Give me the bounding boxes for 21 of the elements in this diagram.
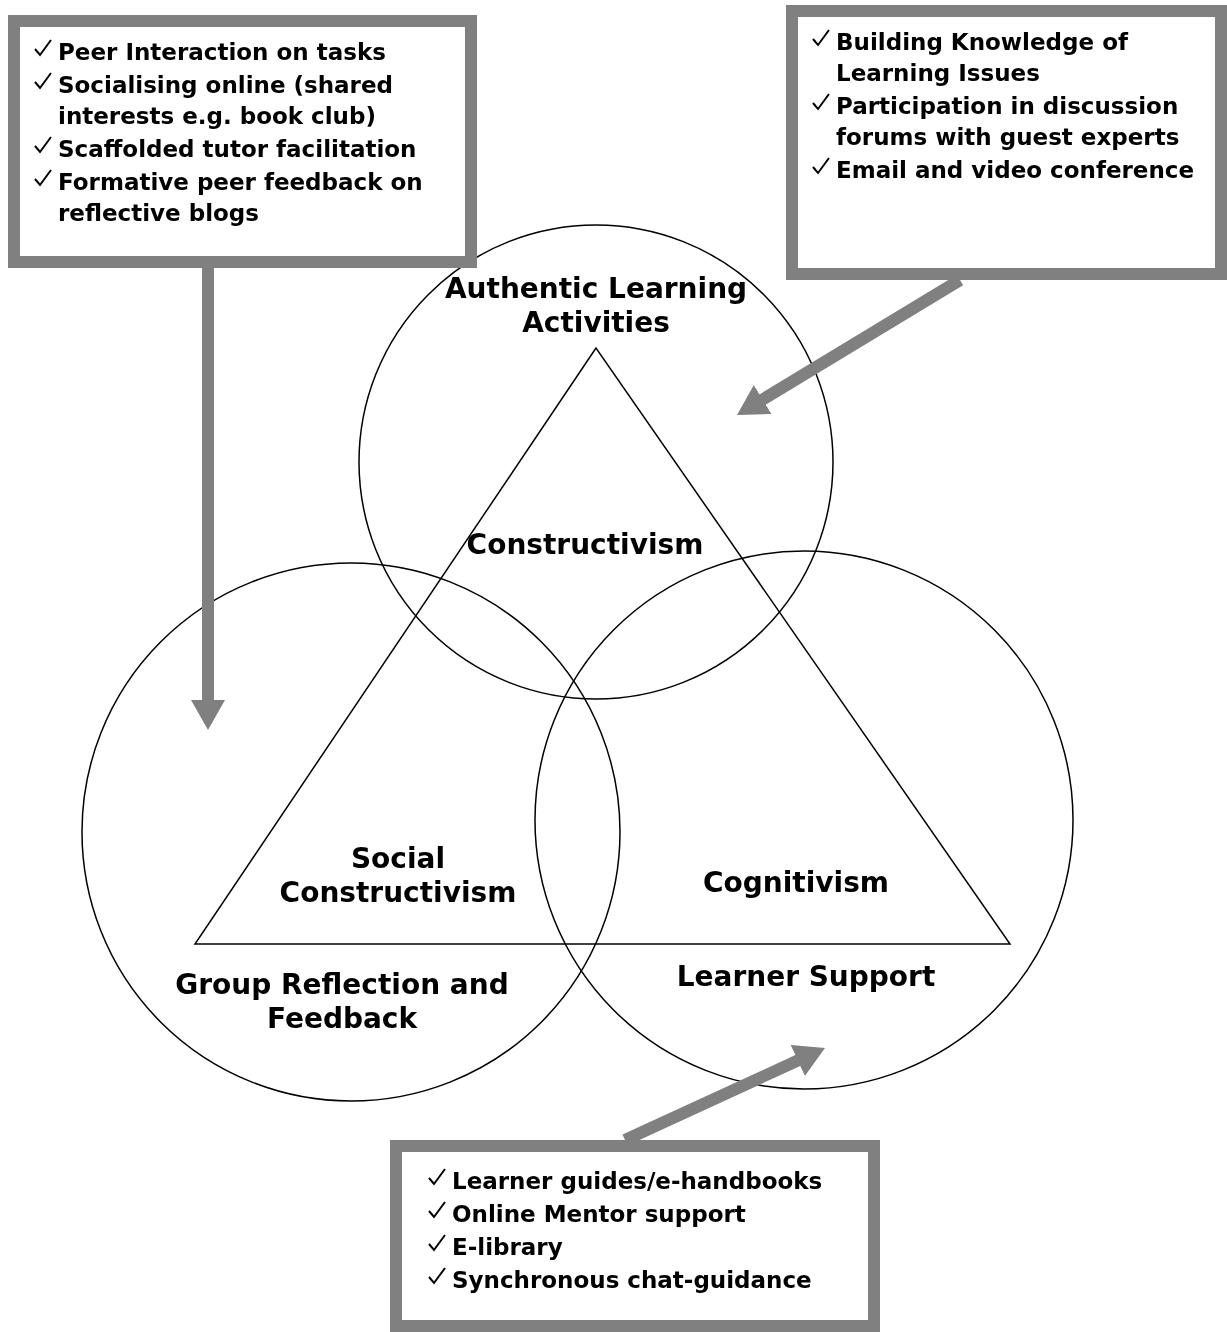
list-item-text: Formative peer feedback on reflective blogs (58, 168, 424, 228)
list-item-text: Email and video conference (836, 156, 1195, 185)
list-item-text: Building Knowledge of Learning Issues (836, 28, 1130, 88)
list-item-text: Learner guides/e-handbooks (452, 1167, 823, 1196)
list-item-text: Socialising online (shared interests e.g. book club) (58, 71, 395, 131)
circle-label: Group Reflection and Feedback (174, 968, 510, 1036)
list-item-text: Participation in discussion forums with guest experts (836, 92, 1181, 152)
region-label: Social Constructivism (278, 842, 518, 910)
callout-box (8, 15, 477, 268)
list-item-text: Synchronous chat-guidance (452, 1266, 812, 1295)
arrow (191, 268, 225, 730)
list-item-text: Online Mentor support (452, 1200, 746, 1229)
region-label: Cognitivism (701, 866, 890, 900)
list-item-text: E-library (452, 1233, 563, 1262)
callout-box (390, 1140, 880, 1332)
region-label: Constructivism (465, 528, 705, 562)
circle-label: Authentic Learning Activities (443, 272, 749, 340)
list-item-text: Peer Interaction on tasks (58, 38, 386, 67)
callout-box (786, 5, 1227, 280)
list-item-text: Scaffolded tutor facilitation (58, 135, 417, 164)
circle-label: Learner Support (675, 960, 937, 994)
